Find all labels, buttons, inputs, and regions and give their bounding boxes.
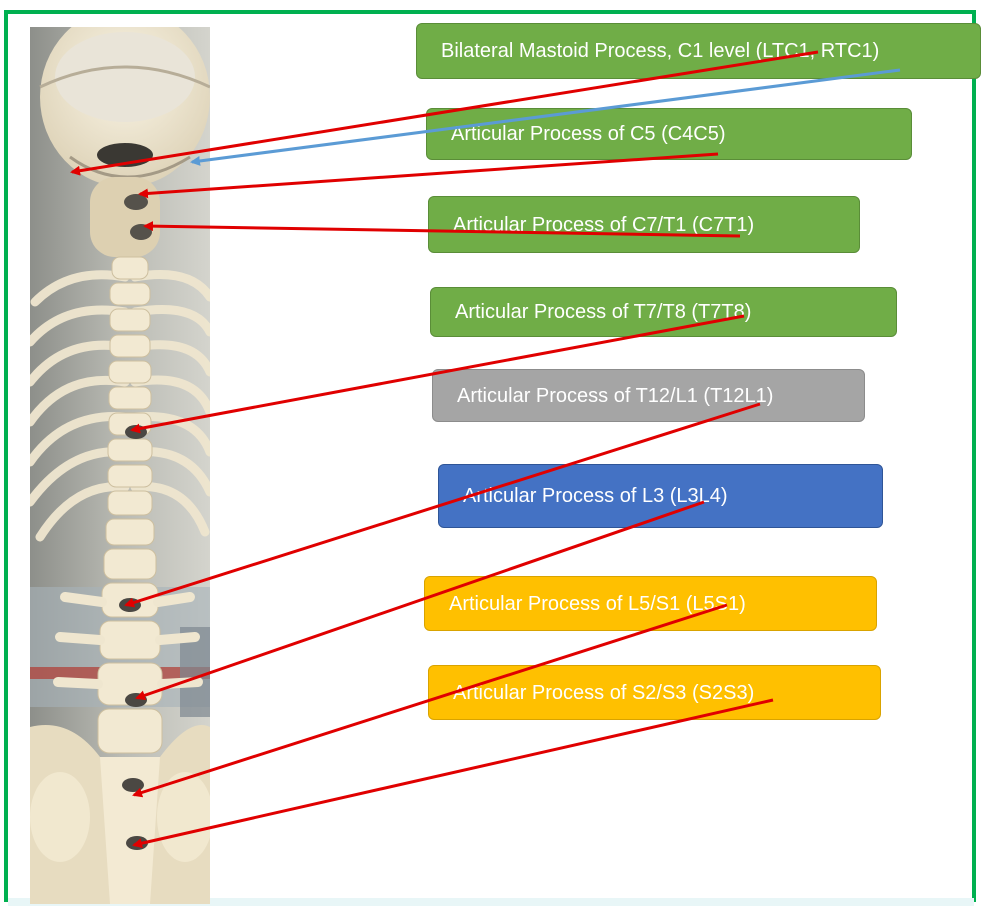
arrow-t12-l1 [126, 404, 760, 605]
arrow-l3 [137, 502, 704, 698]
arrow-mastoid-right [192, 70, 900, 162]
arrow-s2-s3 [134, 700, 773, 845]
arrow-t7-t8 [132, 316, 744, 430]
arrow-l5-s1 [134, 605, 727, 795]
arrow-c5 [140, 154, 718, 194]
arrow-c7-t1 [145, 226, 740, 236]
